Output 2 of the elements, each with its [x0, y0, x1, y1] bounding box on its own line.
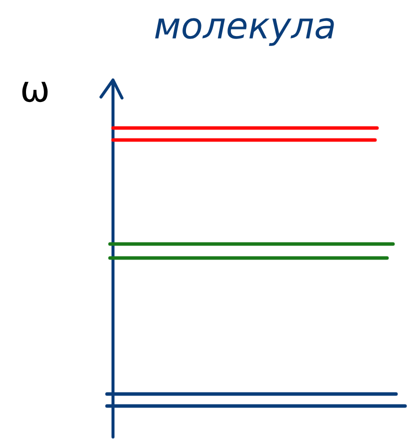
title: молекула: [155, 18, 334, 46]
axis-label: ω: [22, 82, 48, 102]
